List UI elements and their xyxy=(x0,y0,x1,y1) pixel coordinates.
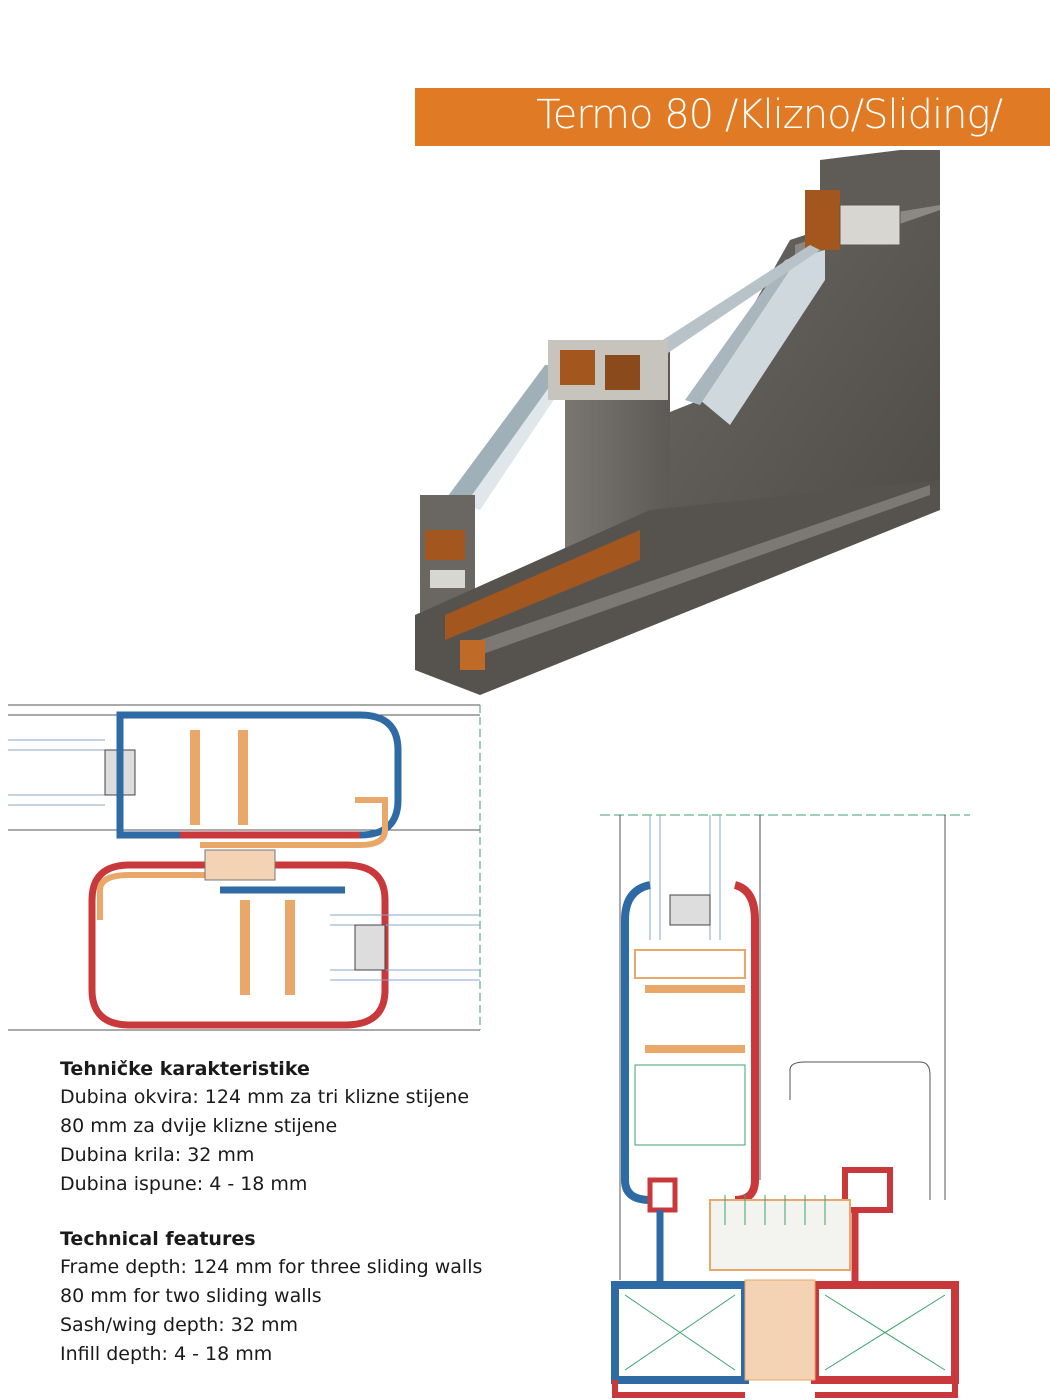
specs-en-line: Frame depth: 124 mm for three sliding wa… xyxy=(60,1256,483,1278)
specs-en-line: 80 mm for two sliding walls xyxy=(60,1285,322,1307)
page-title: Termo 80 /Klizno/Sliding/ xyxy=(536,92,1003,138)
specs-hr-heading: Tehničke karakteristike xyxy=(60,1058,310,1080)
profile-3d-render xyxy=(415,150,940,695)
horizontal-section-drawing xyxy=(8,704,481,1031)
vertical-section-drawing xyxy=(600,814,970,1398)
specs-hr-line: Dubina ispune: 4 - 18 mm xyxy=(60,1173,308,1195)
title-banner: Termo 80 /Klizno/Sliding/ xyxy=(415,88,1050,146)
technical-specs: Tehničke karakteristike Dubina okvira: 1… xyxy=(60,1055,530,1369)
specs-hr-line: Dubina okvira: 124 mm za tri klizne stij… xyxy=(60,1086,470,1108)
specs-en-line: Infill depth: 4 - 18 mm xyxy=(60,1343,273,1365)
specs-en-line: Sash/wing depth: 32 mm xyxy=(60,1314,298,1336)
specs-hr-line: Dubina krila: 32 mm xyxy=(60,1144,255,1166)
specs-en-heading: Technical features xyxy=(60,1228,256,1250)
spacer xyxy=(60,1199,530,1225)
specs-hr-line: 80 mm za dvije klizne stijene xyxy=(60,1115,338,1137)
